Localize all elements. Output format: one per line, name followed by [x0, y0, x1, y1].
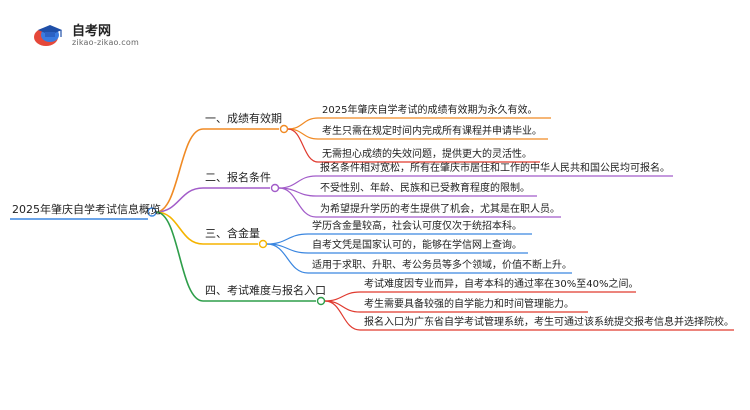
- branch-label[interactable]: 四、考试难度与报名入口: [205, 284, 326, 297]
- leaf-label: 报名入口为广东省自学考试管理系统，考生可通过该系统提交报考信息并选择院校。: [364, 317, 734, 328]
- leaf-label: 考试难度因专业而异，自考本科的通过率在30%至40%之间。: [364, 279, 639, 290]
- branch-node-dot[interactable]: [316, 296, 326, 306]
- leaf-label: 无需担心成绩的失效问题，提供更大的灵活性。: [322, 149, 532, 160]
- leaf-connector: [324, 291, 361, 302]
- branch-node-dot[interactable]: [279, 124, 289, 134]
- leaf-connector: [266, 233, 309, 245]
- branch-node-dot[interactable]: [258, 239, 268, 249]
- branch-connector: [155, 211, 204, 302]
- leaf-label: 考生只需在规定时间内完成所有课程并申请毕业。: [322, 126, 542, 137]
- branch-label[interactable]: 三、含金量: [205, 227, 260, 240]
- leaf-connector: [324, 300, 361, 331]
- branch-connector: [155, 187, 204, 213]
- leaf-label: 学历含金量较高，社会认可度仅次于统招本科。: [312, 221, 522, 232]
- brand-name: 自考网: [72, 24, 112, 39]
- leaf-connector: [266, 243, 309, 274]
- leaf-label: 2025年肇庆自学考试的成绩有效期为永久有效。: [322, 105, 538, 116]
- leaf-label: 自考文凭是国家认可的，能够在学信网上查询。: [312, 240, 522, 251]
- leaf-connector: [278, 187, 317, 218]
- brand-domain: zikao-zikao.com: [72, 38, 139, 47]
- leaf-connector: [287, 117, 319, 130]
- leaf-connector: [287, 128, 319, 163]
- branch-label[interactable]: 二、报名条件: [205, 171, 271, 184]
- leaf-connector: [278, 175, 317, 189]
- branch-node-dot[interactable]: [270, 183, 280, 193]
- leaf-label: 报名条件相对宽松，所有在肇庆市居住和工作的中华人民共和国公民均可报名。: [320, 163, 670, 174]
- leaf-label: 适用于求职、升职、考公务员等多个领域，价值不断上升。: [312, 260, 572, 271]
- brand-logo[interactable]: 自考网 zikao-zikao.com: [32, 18, 172, 52]
- graduation-cap-icon: [34, 25, 62, 46]
- leaf-label: 不受性别、年龄、民族和已受教育程度的限制。: [320, 183, 530, 194]
- root-node-label: 2025年肇庆自学考试信息概览: [12, 203, 161, 216]
- branch-connector: [155, 128, 204, 213]
- branch-connector: [155, 211, 204, 245]
- branch-label[interactable]: 一、成绩有效期: [205, 112, 282, 125]
- leaf-label: 为希望提升学历的考生提供了机会，尤其是在职人员。: [320, 204, 560, 215]
- root-node-dot[interactable]: [147, 207, 157, 217]
- leaf-label: 考生需要具备较强的自学能力和时间管理能力。: [364, 299, 574, 310]
